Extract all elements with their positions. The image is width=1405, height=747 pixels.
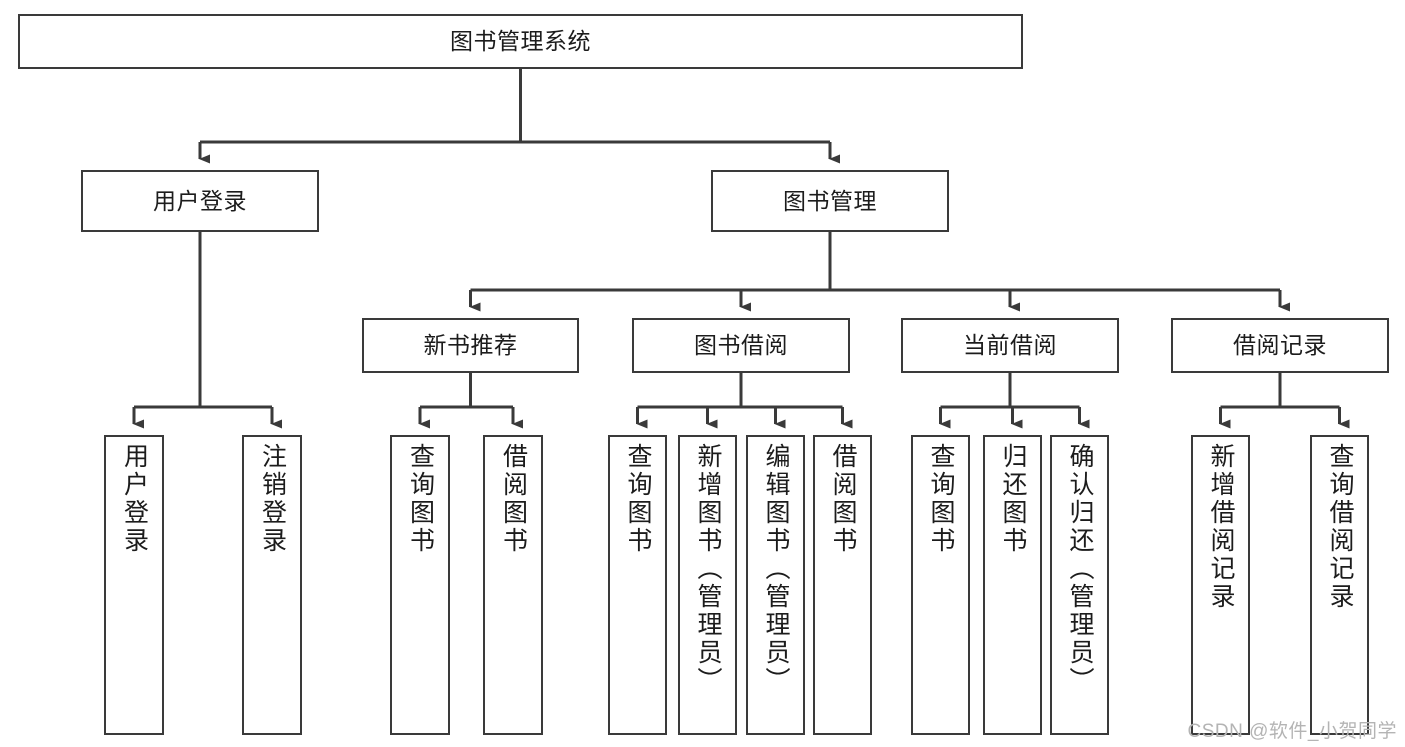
node-leaf-query-book-cur-label: 查询图书 [927,443,955,555]
node-borrow-record[interactable]: 借阅记录 [1171,318,1389,373]
node-root[interactable]: 图书管理系统 [18,14,1023,69]
node-leaf-return-book-label: 归还图书 [999,443,1027,555]
node-new-book-rec[interactable]: 新书推荐 [362,318,579,373]
node-leaf-borrow-book-rec-label: 借阅图书 [499,443,528,555]
node-book-borrow[interactable]: 图书借阅 [632,318,850,373]
node-leaf-user-logout-label: 注销登录 [258,443,287,555]
node-root-label: 图书管理系统 [450,28,591,55]
node-book-manage-label: 图书管理 [783,187,877,214]
node-current-borrow-label: 当前借阅 [963,332,1057,359]
node-leaf-borrow-book[interactable]: 借阅图书 [813,435,872,735]
node-leaf-query-book-label: 查询图书 [624,443,652,555]
node-leaf-add-book-label: 新增图书（管理员） [694,443,722,695]
node-leaf-edit-book-label: 编辑图书（管理员） [762,443,790,695]
node-leaf-user-login-label: 用户登录 [120,443,149,555]
node-borrow-record-label: 借阅记录 [1233,332,1327,359]
node-book-borrow-label: 图书借阅 [694,332,788,359]
node-current-borrow[interactable]: 当前借阅 [901,318,1119,373]
node-leaf-confirm-return[interactable]: 确认归还（管理员） [1050,435,1109,735]
node-leaf-user-logout[interactable]: 注销登录 [242,435,302,735]
node-leaf-return-book[interactable]: 归还图书 [983,435,1042,735]
node-leaf-query-record-label: 查询借阅记录 [1326,443,1354,611]
node-leaf-user-login[interactable]: 用户登录 [104,435,164,735]
watermark-text: CSDN @软件_小贺同学 [1187,721,1397,742]
node-leaf-add-record[interactable]: 新增借阅记录 [1191,435,1250,735]
node-leaf-query-book[interactable]: 查询图书 [608,435,667,735]
node-leaf-confirm-return-label: 确认归还（管理员） [1066,443,1094,695]
node-book-manage[interactable]: 图书管理 [711,170,949,232]
node-leaf-edit-book[interactable]: 编辑图书（管理员） [746,435,805,735]
node-leaf-query-book-rec[interactable]: 查询图书 [390,435,450,735]
node-leaf-query-book-cur[interactable]: 查询图书 [911,435,970,735]
node-user-login-label: 用户登录 [153,187,247,214]
node-leaf-add-record-label: 新增借阅记录 [1207,443,1235,611]
node-leaf-query-record[interactable]: 查询借阅记录 [1310,435,1369,735]
node-leaf-borrow-book-label: 借阅图书 [829,443,857,555]
node-new-book-rec-label: 新书推荐 [423,332,518,359]
node-leaf-borrow-book-rec[interactable]: 借阅图书 [483,435,543,735]
node-leaf-query-book-rec-label: 查询图书 [406,443,435,555]
node-leaf-add-book[interactable]: 新增图书（管理员） [678,435,737,735]
node-user-login[interactable]: 用户登录 [81,170,319,232]
